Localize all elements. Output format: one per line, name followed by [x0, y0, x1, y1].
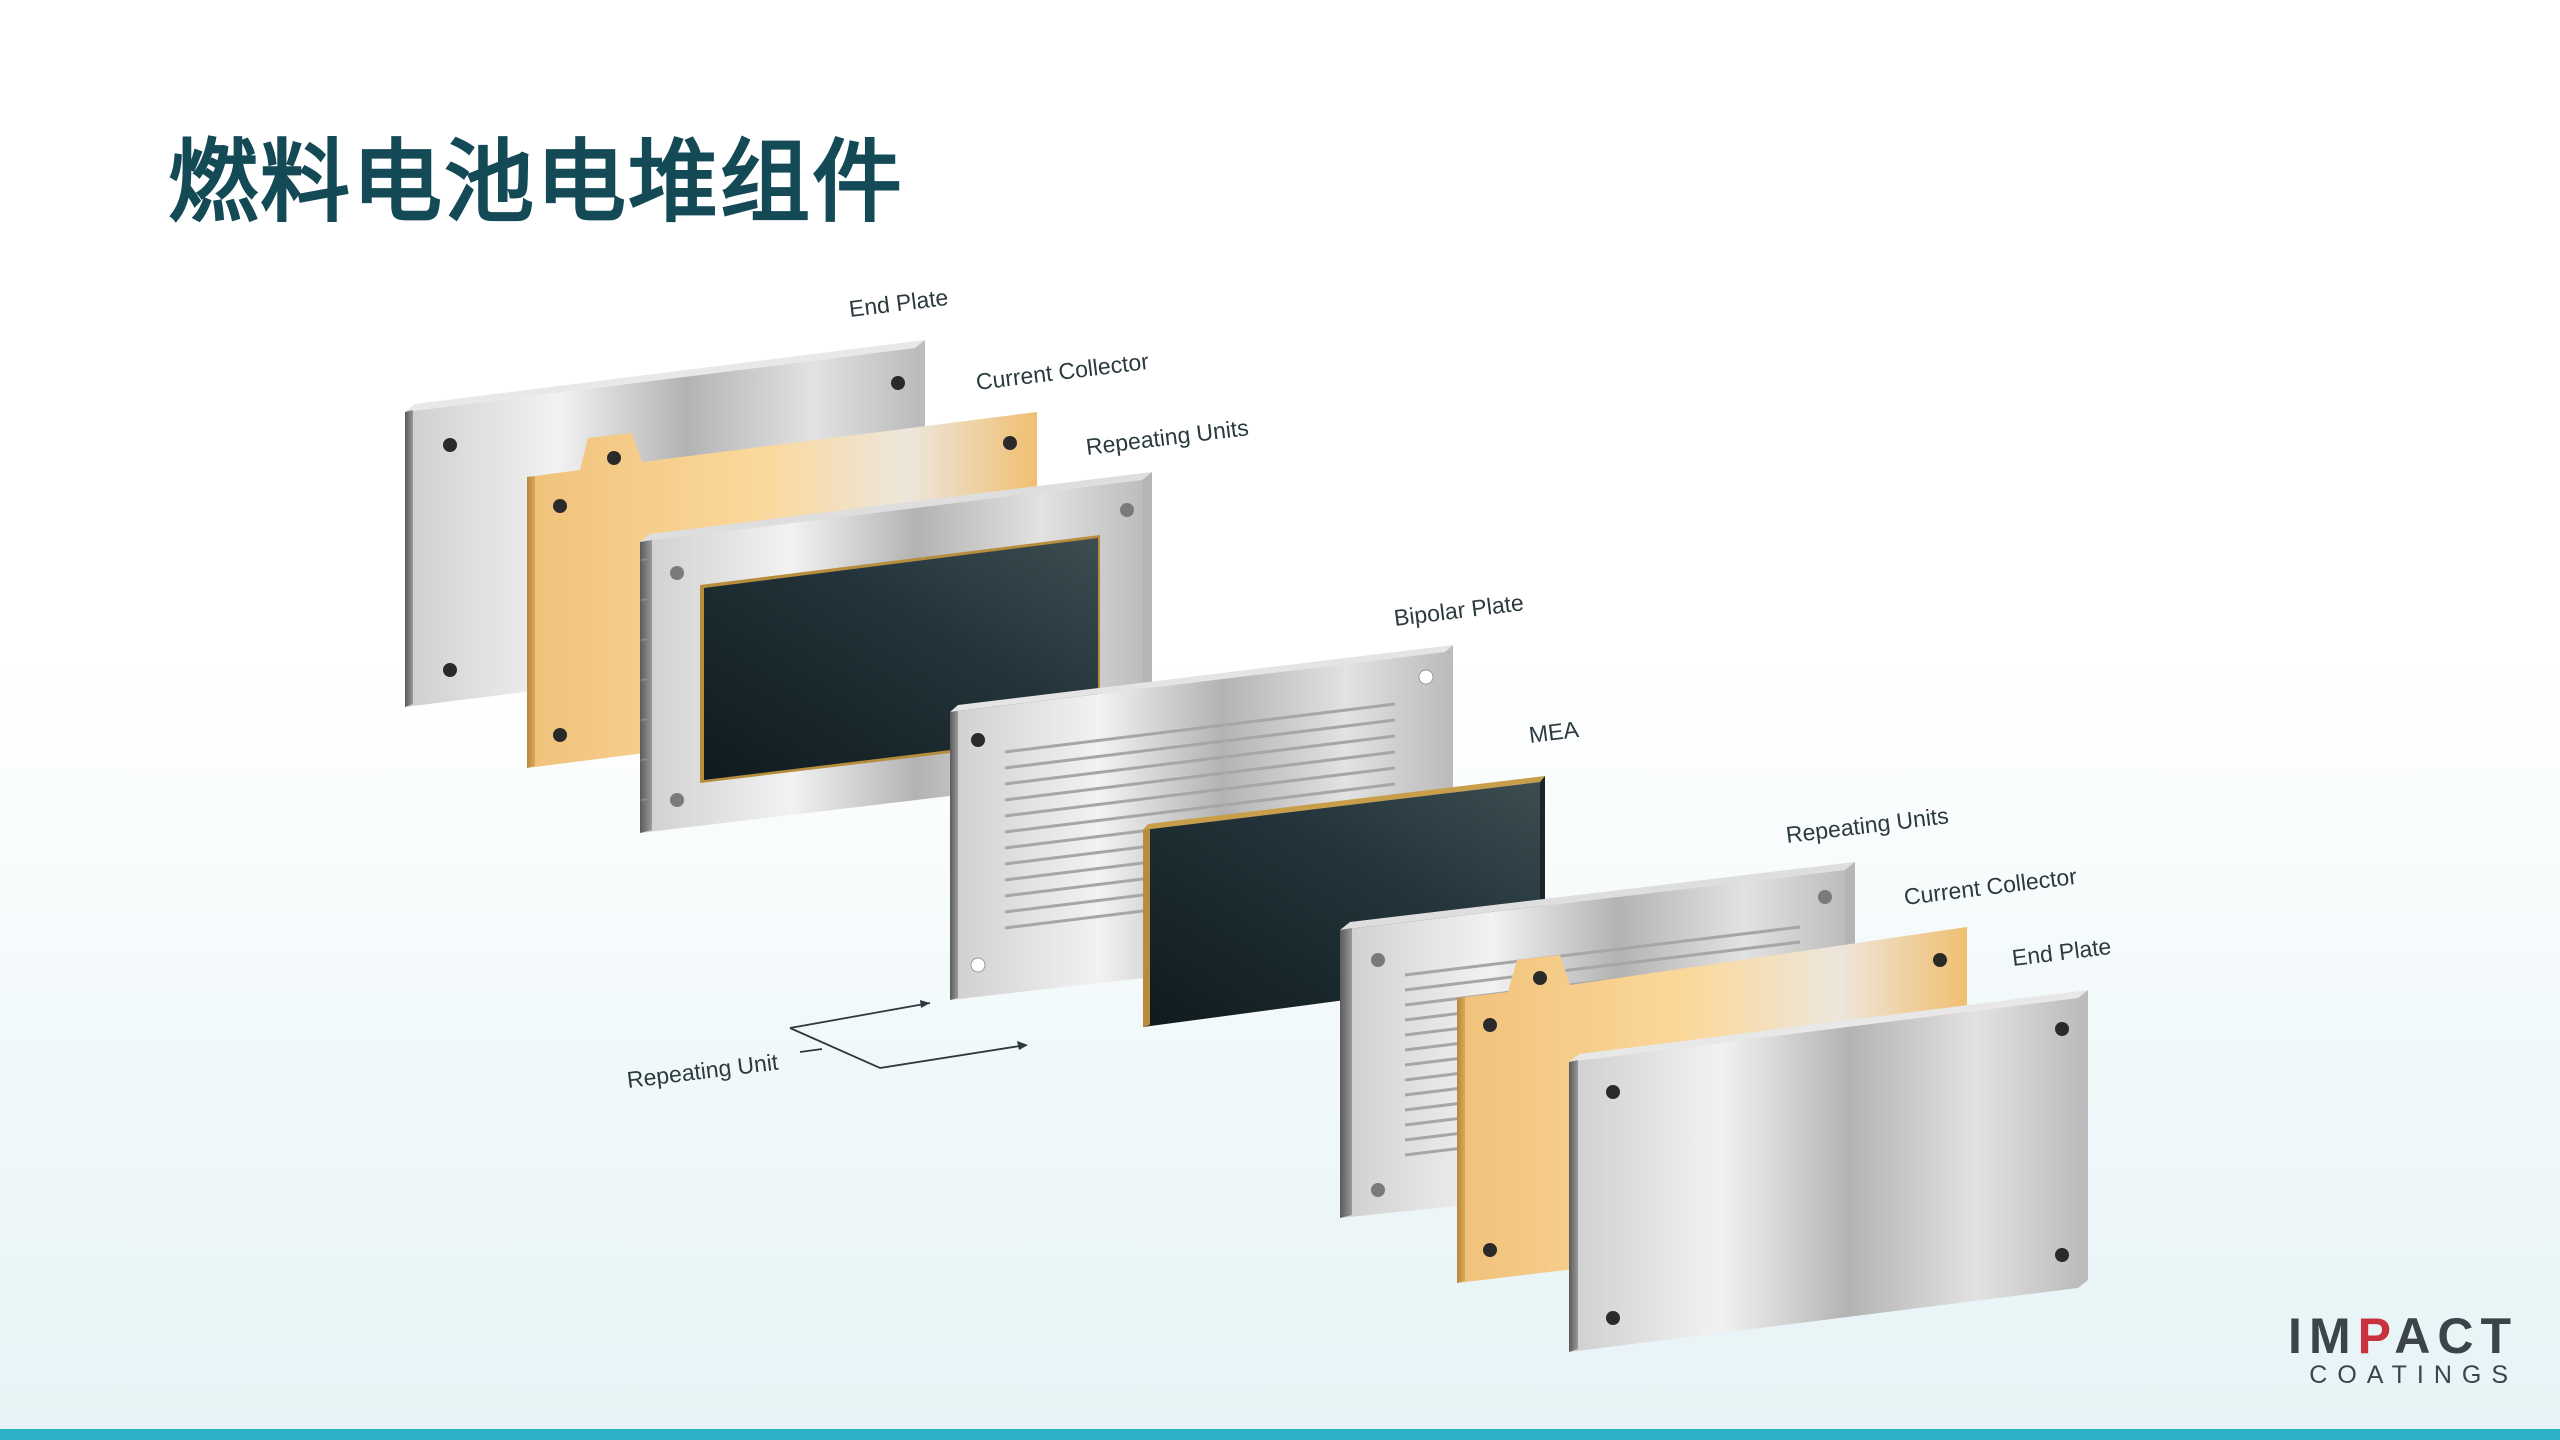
label-repeating-unit: Repeating Unit: [625, 1049, 780, 1093]
repeating-unit-arrows: [789, 1000, 1028, 1069]
label-current-collector-bottom: Current Collector: [1902, 863, 2078, 910]
bottom-accent-bar: [0, 1429, 2560, 1440]
slide-title: 燃料电池电堆组件: [168, 130, 904, 235]
label-current-collector-top: Current Collector: [974, 348, 1150, 395]
label-end-plate-bottom: End Plate: [2010, 933, 2112, 971]
impact-coatings-logo: IMPACT COATINGS: [2288, 1311, 2518, 1388]
logo-subtitle: COATINGS: [2309, 1361, 2518, 1389]
label-repeating-units-top: Repeating Units: [1084, 414, 1250, 460]
label-mea: MEA: [1527, 716, 1580, 748]
label-repeating-units-bottom: Repeating Units: [1784, 802, 1950, 848]
end-plate-bottom: [1569, 990, 2088, 1352]
label-bipolar-plate: Bipolar Plate: [1392, 589, 1525, 631]
label-end-plate-top: End Plate: [847, 284, 949, 322]
logo-wordmark: IMPACT: [2288, 1308, 2518, 1364]
